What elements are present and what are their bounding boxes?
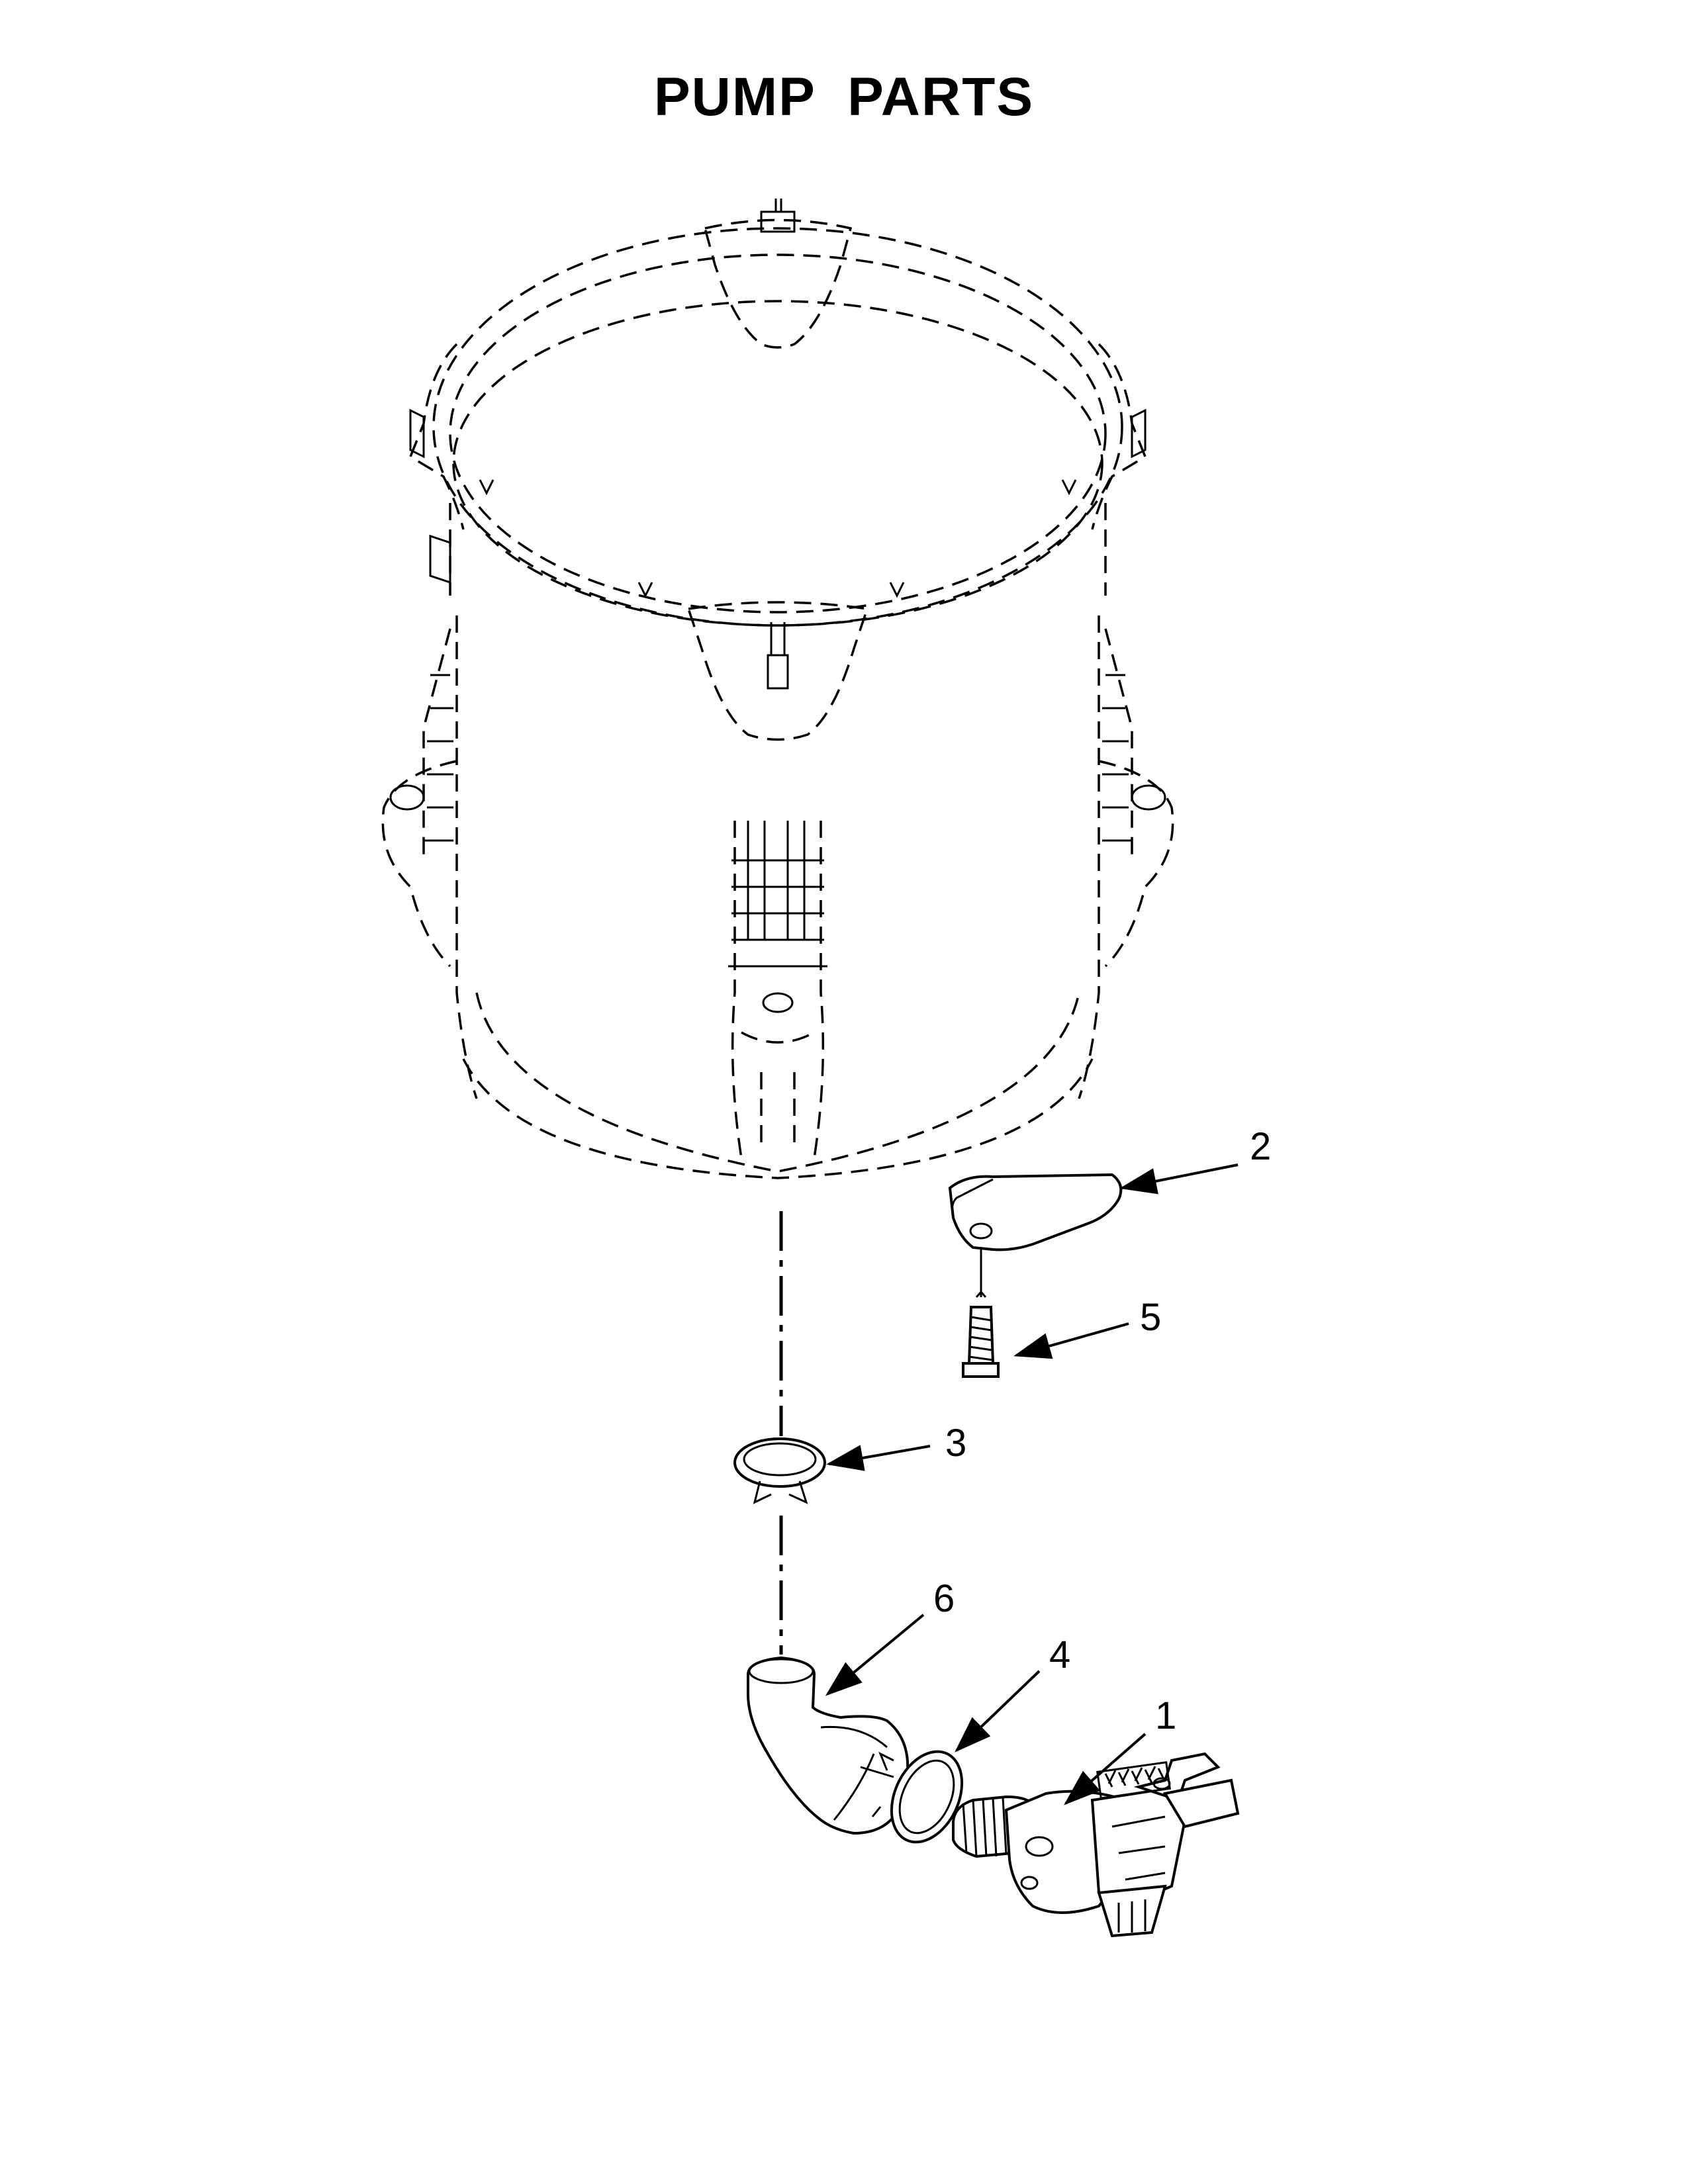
page-title: PUMP PARTS	[653, 67, 1035, 127]
leader-lines	[825, 1163, 1239, 1805]
callout-4: 4	[1049, 1633, 1070, 1676]
callout-1: 1	[1155, 1694, 1176, 1737]
outer-tub-phantom	[381, 199, 1174, 1179]
clamp-ring-part	[860, 1750, 964, 1844]
callout-3: 3	[945, 1422, 966, 1465]
bracket-part	[948, 1173, 1123, 1297]
screw-part	[962, 1290, 1000, 1378]
callout-2: 2	[1250, 1125, 1271, 1168]
drain-hose-part	[747, 1656, 910, 1835]
drain-pump-part	[952, 1752, 1240, 1938]
hose-clamp-part	[733, 1437, 826, 1504]
callout-6: 6	[933, 1577, 955, 1620]
callout-5: 5	[1140, 1296, 1161, 1339]
